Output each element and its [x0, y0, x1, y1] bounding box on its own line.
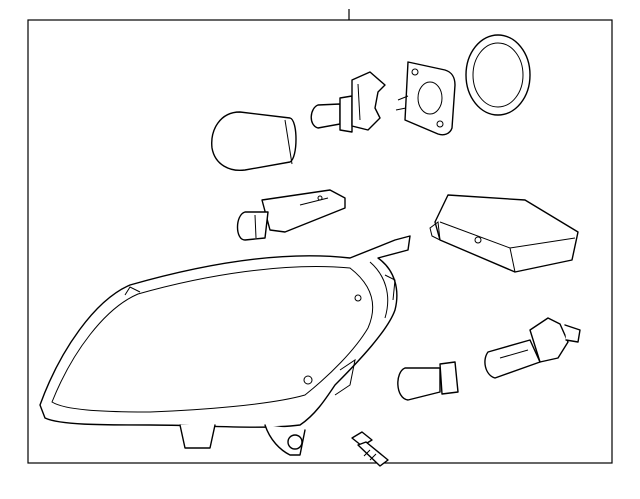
hid-bulb [484, 317, 581, 379]
bulb-socket [310, 71, 386, 133]
diagram-frame [27, 19, 613, 464]
headlamp-assembly [39, 235, 411, 456]
bulb-round [211, 111, 297, 172]
control-module [429, 194, 579, 273]
cover-gasket [395, 61, 456, 136]
wedge-bulb [397, 361, 459, 401]
bolt [351, 431, 389, 467]
bulb-holder [236, 189, 346, 241]
cover-cap [465, 34, 531, 116]
